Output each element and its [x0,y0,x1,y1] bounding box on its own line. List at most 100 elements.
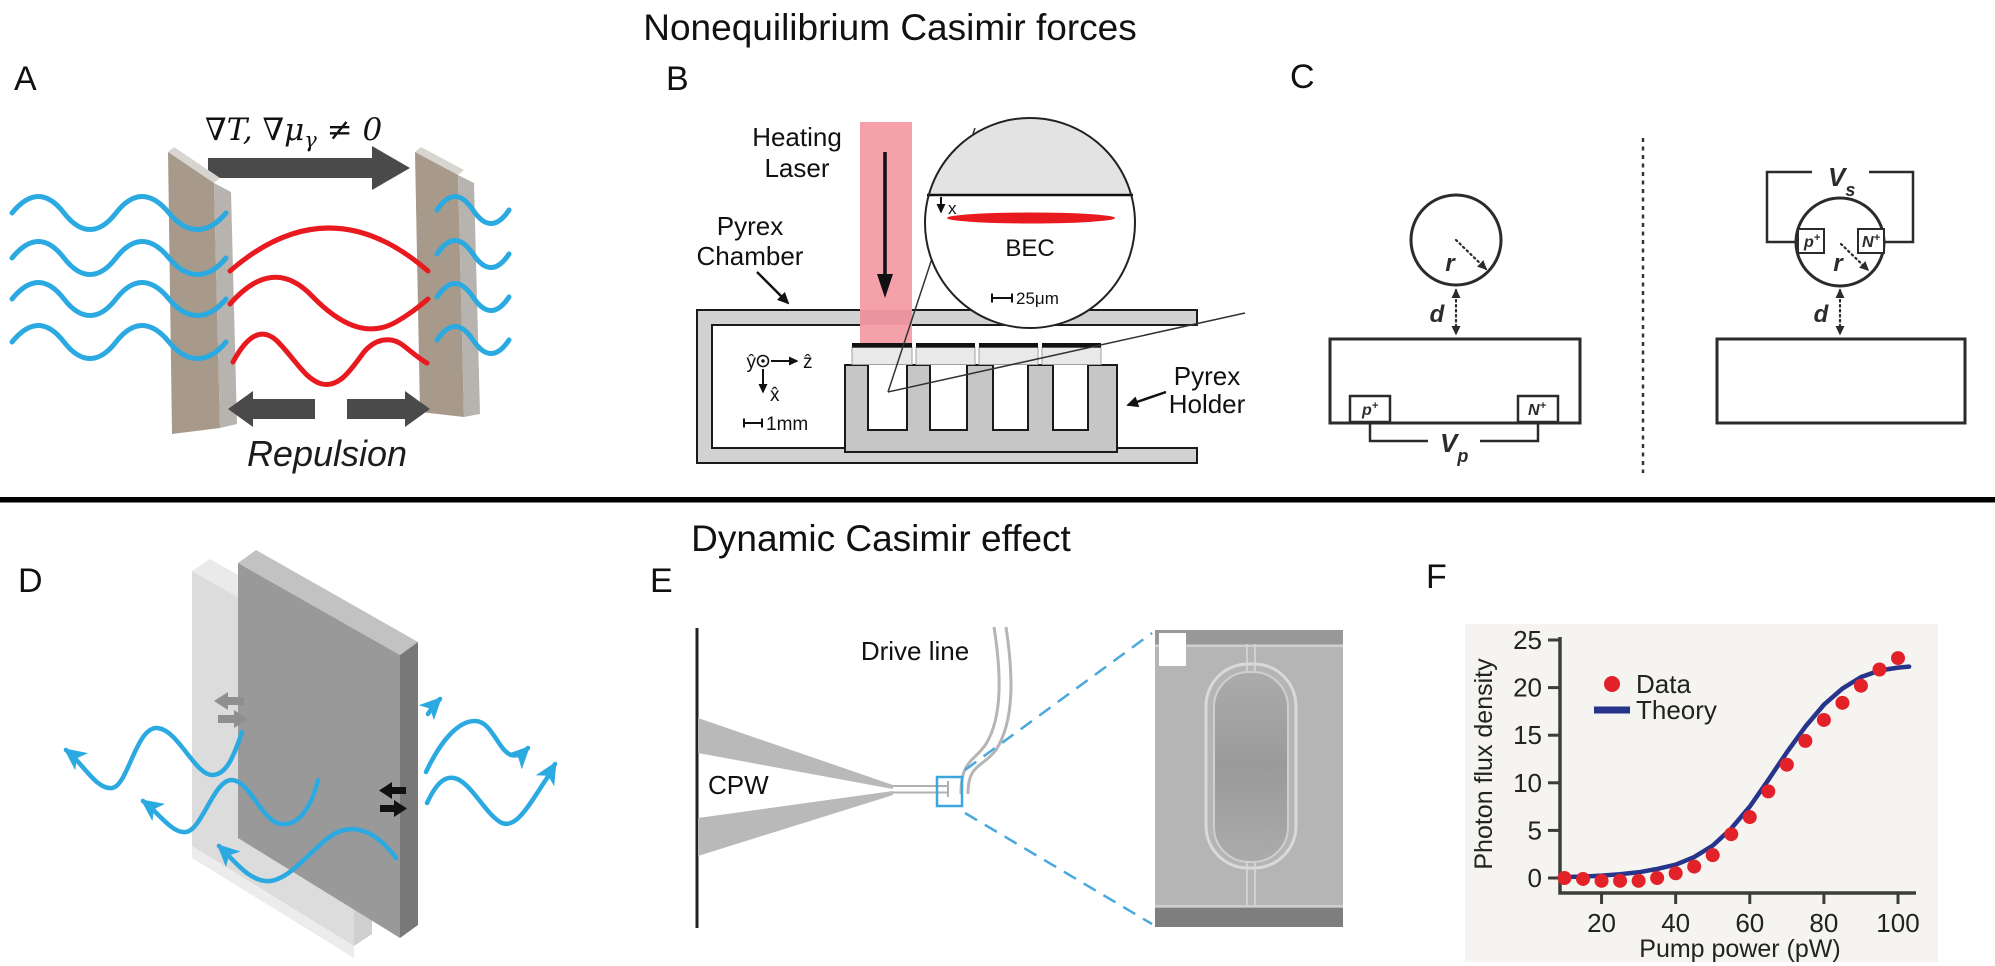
sphere-p-contact-label: p+ [1803,232,1821,251]
f-ytick-label: 25 [1513,625,1542,655]
cpw-lower-trace [698,791,893,856]
f-xaxis-title: Pump power (pW) [1639,935,1840,963]
right-plate-top-face [415,147,464,175]
cavity-wave-3 [230,331,430,387]
pyrex-chamber-frame [696,309,1198,464]
f-data-point [1668,866,1683,881]
f-data-point [1798,733,1813,748]
doped-sphere-radius-label: r [1833,250,1844,277]
sem-cavity-pill [1213,671,1289,863]
f-data-point [1761,784,1776,799]
f-data-point [1872,662,1887,677]
panel-b: B x [666,60,1246,464]
black-right-arrow-shaft [380,805,394,812]
right-plate [415,147,480,417]
cavity-waves [227,225,431,387]
vs-base: V [1828,162,1848,192]
f-data-point [1687,859,1702,874]
f-legend-data-marker-icon [1604,676,1620,692]
p-contact-base: p [1361,402,1372,419]
panel-f-label: F [1426,558,1447,596]
f-data-point [1576,871,1591,886]
repulsion-arrows [228,391,430,427]
plate-voltage-label: Vp [1440,428,1468,466]
sample-plate-3 [978,347,1039,365]
repulsion-right-arrow-head-icon [405,391,430,427]
cpw-center-lines [893,781,949,797]
heating-laser-label-2: Laser [764,153,829,183]
f-ytick-label: 15 [1513,720,1542,750]
inset-leader-line-2 [887,312,1246,393]
photon-arrow-right-small [418,696,443,721]
f-data-point [1853,678,1868,693]
n-contact-box [1516,394,1560,424]
inset-circle-outline [924,117,1136,329]
f-data-point [1816,712,1831,727]
oscillation-arrows-black [379,782,407,817]
panel-a: A ∇T, ∇μγ ≠ 0 [9,60,512,474]
pyrex-holder-pointer-arrow [1126,390,1167,408]
f-ytick-label: 0 [1528,863,1542,893]
black-right-arrow-head-icon [394,800,407,817]
cavity-wave-2 [227,274,431,332]
black-left-arrow-head-icon [379,782,392,799]
n-contact-base: N [1528,402,1540,419]
drive-line-trace-2 [966,626,1013,795]
f-ytick-label: 5 [1528,815,1542,845]
n-contact-label: N+ [1528,400,1547,419]
external-vacuum-waves [9,194,512,361]
section-divider [0,497,1995,503]
right-plate-edge-face [458,175,480,417]
laser-direction-arrow-head-icon [877,274,893,298]
inset-surface-region [928,117,1132,195]
sem-cavity-outline [1204,662,1298,870]
sphere-p-base: p [1803,234,1814,251]
inset-scalebar [991,293,1013,303]
f-ytick-label: 20 [1513,673,1542,703]
zoom-dashed-upper [964,631,1153,772]
heating-laser-beam-through-wall [860,310,912,325]
inset-scale-label: 25μm [1016,289,1059,308]
sphere-plate-doped-plate: r d p+ N+ Vp [1328,193,1582,466]
cavity-wave-1 [227,225,431,274]
f-axes [1558,637,1916,895]
left-plate-front-face [168,152,220,434]
doped-sphere-radius-arrow [1839,242,1870,272]
photon-wave-right-2 [424,761,558,827]
n-contact-sup: + [1540,400,1547,412]
f-data-point [1594,873,1609,888]
left-wave-2 [9,239,229,277]
right-plate-front-face [415,152,464,417]
f-data-point [1557,871,1572,885]
sphere-voltage-label: Vs [1828,162,1855,200]
doped-sphere-plate: Vs p+ N+ r d [1715,162,1967,425]
sphere-p-sup: + [1814,232,1821,244]
pyrex-chamber-label-1: Pyrex [717,211,783,241]
vp-base: V [1440,428,1460,458]
f-xtick-label: 100 [1876,908,1919,938]
vs-wire-right [1869,170,1915,244]
f-ytick-label: 10 [1513,768,1542,798]
axis-y-label: ŷ [747,352,757,373]
photon-wave-left-2 [140,777,321,835]
f-xtick-label: 60 [1735,908,1764,938]
sample-plate-4-surface [1042,343,1101,348]
f-data-point [1779,757,1794,772]
y-axis-out-of-page-icon [756,354,770,368]
ghost-slab-bottom-face [192,846,354,958]
pyrex-holder-label-2: Holder [1169,389,1246,419]
sem-top-band [1155,630,1343,644]
f-data-point [1613,873,1628,888]
panel-a-label: A [14,60,37,98]
photon-wave-left-3 [216,826,399,884]
pyrex-chamber-label-2: Chamber [697,241,804,271]
mirror-slab-side-face [400,642,418,938]
cpw-label: CPW [708,770,769,800]
panel-c-label: C [1290,58,1315,96]
left-plate-top-face [168,147,220,183]
f-data-point [1631,873,1646,888]
inset-depth-axis-label: x [948,199,957,218]
left-wave-1 [9,194,229,232]
sphere-n-contact-box [1857,228,1885,254]
